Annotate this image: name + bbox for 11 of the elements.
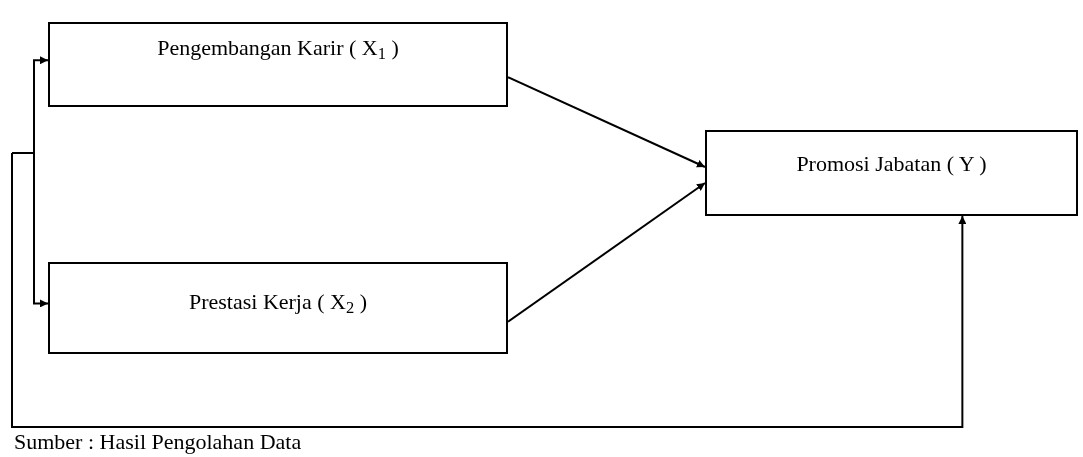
box-label: Pengembangan Karir ( X$_{1}$ ) <box>157 34 399 62</box>
process-box <box>705 130 1078 216</box>
process-box <box>48 262 508 354</box>
caption: Sumber : Hasil Pengolahan Data <box>14 428 302 456</box>
box-label: Promosi Jabatan ( Y ) <box>796 150 987 178</box>
box-label: Prestasi Kerja ( X$_{2}$ ) <box>188 288 368 316</box>
arrow <box>11 152 49 308</box>
process-box <box>48 22 508 107</box>
arrow <box>507 182 706 323</box>
arrow <box>11 152 967 428</box>
arrow <box>507 76 706 168</box>
